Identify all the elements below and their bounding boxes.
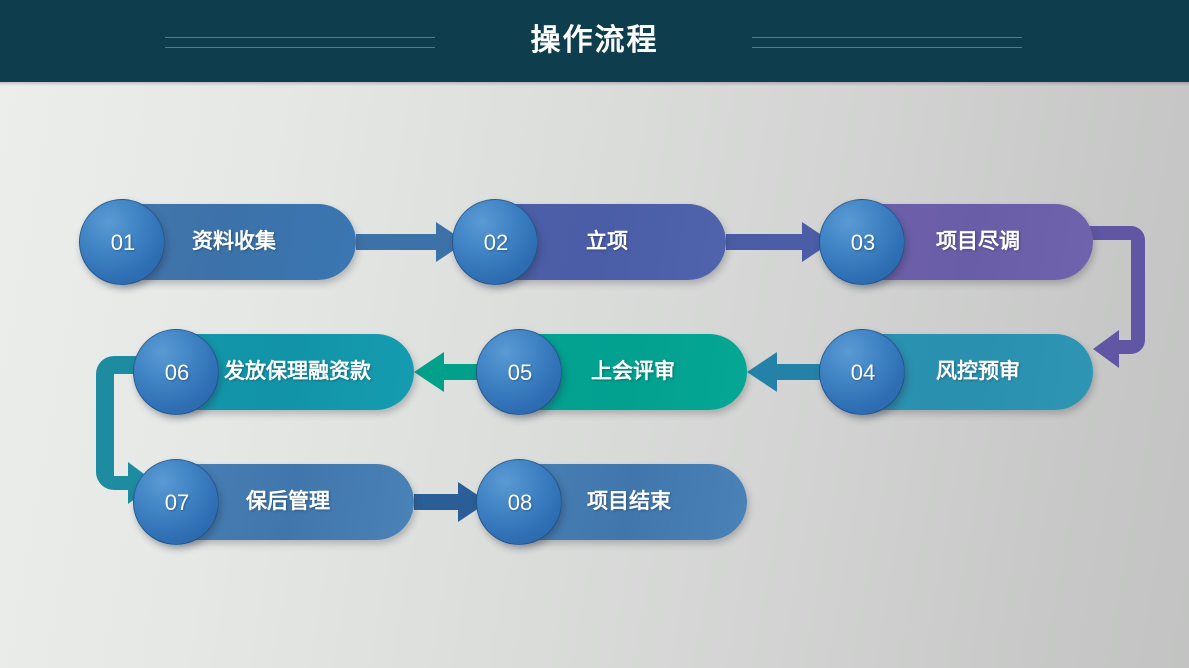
connector-06-to-07-elbow-icon <box>96 356 162 504</box>
header-shadow <box>0 82 1189 86</box>
flow-step-06-number: 06 <box>164 360 190 385</box>
header-rule-left-line-1 <box>165 37 435 38</box>
flow-step-07-label: 保后管理 <box>246 490 330 513</box>
flow-step-02-badge: 02 <box>452 199 538 285</box>
connector-05-to-06-arrow-icon <box>414 352 490 392</box>
connector-03-to-04-elbow-icon <box>1085 226 1145 368</box>
flow-step-04-label: 风控预审 <box>936 360 1020 383</box>
connector-01-to-02-arrow-icon <box>356 222 466 262</box>
flow-step-02-number: 02 <box>483 230 509 255</box>
flow-step-06-badge: 06 <box>133 329 219 415</box>
flow-step-08-label: 项目结束 <box>587 490 671 513</box>
flow-step-05-label: 上会评审 <box>591 360 675 383</box>
flow-step-01-badge: 01 <box>79 199 165 285</box>
flow-step-03[interactable]: 03 项目尽调 <box>819 199 1093 285</box>
flow-diagram: 01 资料收集 02 立项 03 项目尽调 04 风控预审 <box>0 82 1189 668</box>
flow-step-01[interactable]: 01 资料收集 <box>79 199 356 285</box>
flow-step-06[interactable]: 06 发放保理融资款 <box>133 329 414 415</box>
flow-step-07-number: 07 <box>164 490 190 515</box>
header-rule-left <box>165 33 435 48</box>
flow-step-02[interactable]: 02 立项 <box>452 199 726 285</box>
flow-step-05-badge: 05 <box>476 329 562 415</box>
flow-step-07-badge: 07 <box>133 459 219 545</box>
page-title: 操作流程 <box>530 24 659 57</box>
header-rule-left-line-2 <box>165 47 435 48</box>
flow-step-03-number: 03 <box>850 230 876 255</box>
flow-step-05[interactable]: 05 上会评审 <box>476 329 747 415</box>
flow-step-08[interactable]: 08 项目结束 <box>476 459 747 545</box>
header-rule-right-line-1 <box>752 37 1022 38</box>
connector-07-to-08-arrow-icon <box>414 482 488 522</box>
flow-step-07[interactable]: 07 保后管理 <box>133 459 414 545</box>
flow-step-05-number: 05 <box>507 360 533 385</box>
flow-step-01-number: 01 <box>110 230 136 255</box>
flow-step-04-number: 04 <box>850 360 876 385</box>
header-rule-right <box>752 33 1022 48</box>
flow-step-04-badge: 04 <box>819 329 905 415</box>
flow-step-03-badge: 03 <box>819 199 905 285</box>
connector-04-to-05-arrow-icon <box>747 352 833 392</box>
flow-step-06-label: 发放保理融资款 <box>224 360 371 383</box>
connector-02-to-03-arrow-icon <box>726 222 832 262</box>
slide-header: 操作流程 <box>0 0 1189 82</box>
flow-step-01-label: 资料收集 <box>192 230 276 253</box>
flow-step-08-number: 08 <box>507 490 533 515</box>
flow-step-02-label: 立项 <box>586 230 628 253</box>
flow-step-04[interactable]: 04 风控预审 <box>819 329 1093 415</box>
header-rule-right-line-2 <box>752 47 1022 48</box>
flow-step-03-label: 项目尽调 <box>936 230 1020 253</box>
flow-step-08-badge: 08 <box>476 459 562 545</box>
